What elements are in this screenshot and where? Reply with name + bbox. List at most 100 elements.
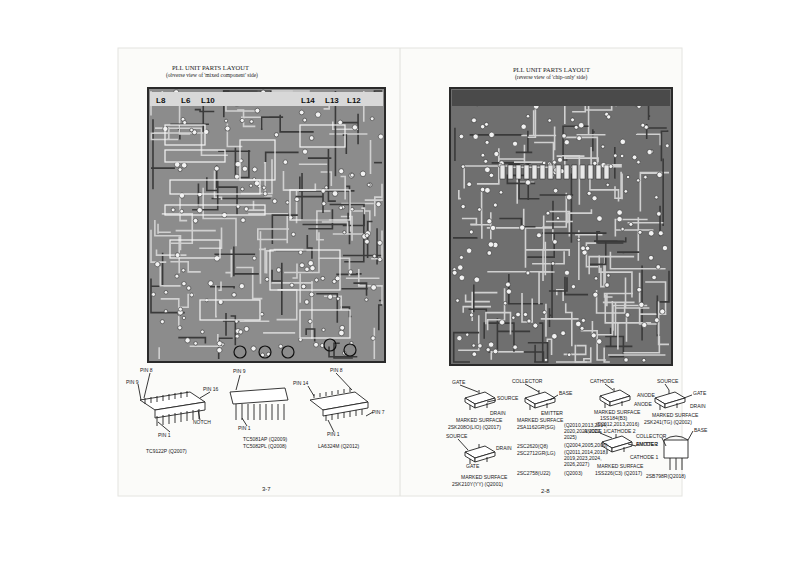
copper-trace (341, 176, 346, 199)
copper-trace (155, 220, 181, 250)
solder-pad (613, 154, 617, 158)
leader-line (175, 393, 176, 399)
solder-pad (254, 181, 259, 186)
sil-body (230, 388, 288, 404)
copper-trace (605, 293, 633, 297)
solder-pad (644, 175, 648, 179)
leader-line (254, 404, 255, 420)
part-name: L10 (201, 96, 215, 105)
solder-pad (235, 334, 239, 338)
leader-line (338, 390, 339, 394)
copper-trace (469, 309, 487, 320)
leader-line (362, 409, 363, 415)
callout-label: PIN 1 (327, 432, 340, 438)
solder-pad (164, 310, 167, 313)
solder-pad (265, 277, 269, 281)
leader-line (169, 394, 170, 400)
callout-label: MARKED SURFACE (597, 464, 643, 470)
solder-pad (309, 292, 314, 297)
solder-pad (171, 208, 175, 212)
solder-pad (190, 293, 194, 297)
solder-pad (594, 277, 597, 280)
solder-pad (489, 173, 493, 177)
copper-trace (240, 320, 270, 322)
callout-label: 1SS226(C3) (Q2017) (595, 471, 642, 477)
chip-component (596, 165, 601, 179)
callout-label: GATE (466, 464, 479, 470)
solder-pad (490, 225, 495, 230)
leader-line (163, 415, 164, 425)
copper-trace (152, 119, 154, 189)
copper-trace (321, 171, 331, 186)
solder-pad (234, 174, 239, 179)
page-title: PLL UNIT PARTS LAYOUT (172, 64, 249, 71)
copper-trace (578, 230, 580, 280)
solder-pad (291, 232, 295, 236)
callout-label: 1SS184(B3) (600, 416, 627, 422)
solder-pad (349, 173, 354, 178)
copper-trace (281, 263, 283, 315)
solder-pad (644, 125, 648, 129)
solder-pad (174, 162, 179, 167)
solder-pad (262, 186, 265, 189)
leader-line (605, 403, 606, 408)
solder-pad (580, 326, 584, 330)
copper-trace (218, 150, 250, 152)
leader-line (479, 390, 480, 394)
page-title: (obverse view of 'mixed component' side) (166, 72, 258, 78)
chip-component (508, 165, 513, 179)
solder-pad (182, 269, 185, 272)
leader-line (236, 404, 237, 420)
solder-pad (458, 265, 463, 270)
copper-trace (499, 219, 535, 227)
leader-line (157, 396, 158, 402)
leader-line (344, 412, 345, 418)
solder-pad (513, 141, 518, 146)
copper-trace (525, 227, 527, 268)
solder-pad (343, 231, 346, 234)
solder-pad (301, 284, 306, 289)
solder-pad (578, 122, 583, 127)
copper-trace (299, 274, 301, 303)
copper-trace (300, 177, 355, 191)
callout-label: 2SC2758(U22) (517, 471, 550, 477)
copper-trace (158, 347, 160, 359)
copper-trace (597, 290, 625, 313)
solder-pad (521, 124, 526, 129)
callout-label: PIN 1 (238, 426, 251, 432)
solder-pad (160, 320, 164, 324)
solder-pad (660, 309, 665, 314)
solder-pad (536, 233, 541, 238)
solder-pad (642, 358, 646, 362)
solder-pad (373, 254, 377, 258)
leader-line (530, 405, 531, 410)
copper-trace (486, 313, 511, 335)
solder-pad (299, 250, 303, 254)
solder-pad (506, 282, 511, 287)
copper-trace (626, 314, 628, 342)
copper-trace (178, 338, 205, 344)
sop-body-side (323, 402, 368, 416)
solder-pad (180, 209, 184, 213)
solder-pad (606, 183, 609, 186)
callout-label: TC5082PL (Q2008) (243, 444, 286, 450)
copper-trace (545, 304, 547, 337)
callout-label: PIN 9 (126, 380, 139, 386)
solder-pad (654, 318, 659, 323)
solder-pad (272, 199, 277, 204)
leader-line (272, 404, 273, 420)
leader-line (525, 384, 539, 392)
copper-trace (539, 272, 554, 304)
leader-line (326, 392, 327, 396)
copper-trace (640, 273, 657, 324)
solder-pad (552, 160, 556, 164)
solder-pad (315, 112, 321, 118)
copper-trace (258, 229, 289, 239)
copper-trace (628, 222, 664, 224)
solder-pad (255, 108, 260, 113)
copper-trace (235, 148, 248, 178)
solder-pad (178, 307, 182, 311)
solder-pad (553, 240, 558, 245)
solder-pad (178, 168, 182, 172)
